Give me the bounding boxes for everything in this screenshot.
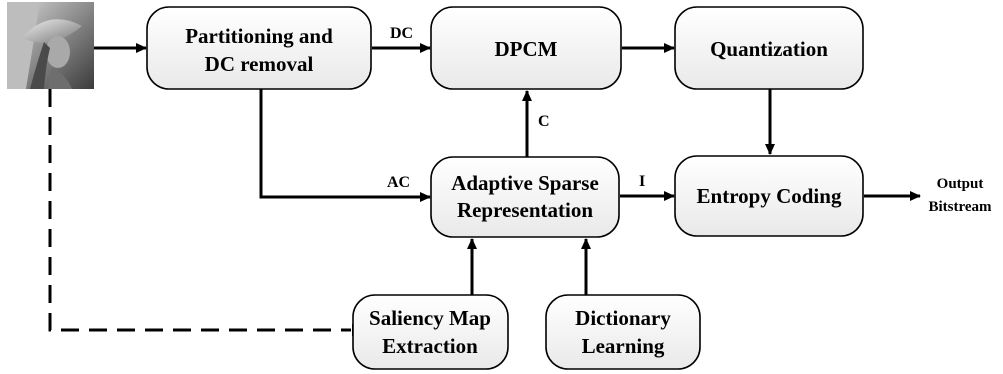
output-label-line2: Bitstream xyxy=(928,199,992,215)
asr-label-line2: Representation xyxy=(457,198,593,222)
dpcm-box: DPCM xyxy=(430,6,622,90)
partitioning-box-shape xyxy=(146,6,372,90)
saliency-label-line1: Saliency Map xyxy=(369,306,491,330)
entropy-box-shape xyxy=(674,155,864,237)
dictionary-label-line1: Dictionary xyxy=(575,306,671,330)
dictionary-label-line2: Learning xyxy=(582,334,665,358)
hair-shape xyxy=(30,42,50,89)
dictionary-box: Dictionary Learning xyxy=(545,294,701,370)
asr-box-shape xyxy=(430,156,620,238)
edge-label-c: C xyxy=(538,113,550,130)
quantization-box-shape xyxy=(674,6,864,90)
partitioning-label-line2: DC removal xyxy=(205,52,314,76)
quantization-label: Quantization xyxy=(710,37,828,61)
input-image xyxy=(7,2,94,89)
quantization-box: Quantization xyxy=(674,6,864,90)
partitioning-label-line1: Partitioning and xyxy=(185,24,333,48)
input-image-left-panel xyxy=(7,2,40,89)
edge-label-dc: DC xyxy=(390,25,413,42)
asr-box: Adaptive Sparse Representation xyxy=(430,156,620,238)
dpcm-box-shape xyxy=(430,6,622,90)
face-shape xyxy=(46,36,70,68)
asr-label-line1: Adaptive Sparse xyxy=(451,171,599,195)
arrow-partition-to-asr xyxy=(259,89,431,202)
edge-label-ac: AC xyxy=(387,174,410,191)
entropy-box: Entropy Coding xyxy=(674,155,864,237)
saliency-box: Saliency Map Extraction xyxy=(352,294,509,370)
edge-label-i: I xyxy=(639,173,645,190)
output-label-line1: Output xyxy=(937,176,984,192)
hat-shape xyxy=(22,19,82,43)
partitioning-box: Partitioning and DC removal xyxy=(146,6,372,90)
entropy-label: Entropy Coding xyxy=(697,184,842,208)
saliency-box-shape xyxy=(352,294,509,370)
dictionary-box-shape xyxy=(545,294,701,370)
dpcm-label: DPCM xyxy=(495,37,558,61)
connectors xyxy=(48,43,921,336)
shoulder-shape xyxy=(48,68,72,89)
saliency-label-line2: Extraction xyxy=(382,334,478,358)
dashed-input-to-saliency xyxy=(48,89,351,332)
